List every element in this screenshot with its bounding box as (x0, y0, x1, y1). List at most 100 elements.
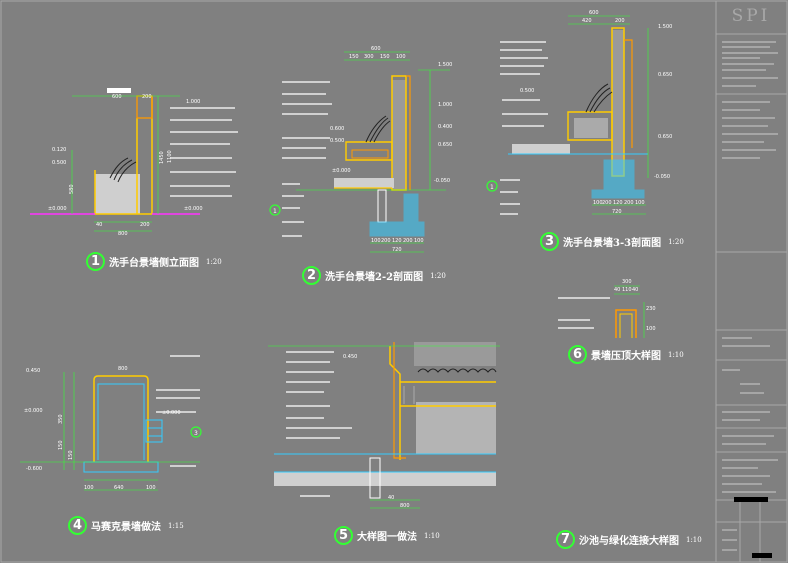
detail-6-drawing (558, 285, 645, 338)
detail-1-drawing (30, 88, 238, 232)
d4-side-1: 350 (58, 414, 64, 424)
d6-dim-top-1: 40 (614, 287, 620, 293)
detail-1-number: 1 (86, 252, 105, 271)
d6-side-0: 230 (646, 306, 656, 312)
d6-dim-top-0: 300 (622, 279, 632, 285)
detail-3-number: 3 (540, 232, 559, 251)
detail-2-drawing (282, 51, 450, 253)
d1-dim-top-0: 600 (112, 94, 122, 100)
detail-5-drawing (268, 342, 500, 509)
d1-dim-bottom-0: 40 (96, 222, 102, 228)
d1-level-4: ±0.000 (184, 206, 203, 212)
d3-level-3: 0.650 (658, 134, 672, 140)
detail-7-scale: 1:10 (686, 535, 702, 544)
detail-1-title: 洗手台景墙侧立面图 (109, 258, 199, 269)
d3-dim-top-1: 200 (615, 18, 625, 24)
d1-level-1: 0.120 (52, 147, 66, 153)
d2-level-5: 1.000 (438, 102, 452, 108)
d1-level-2: 0.500 (52, 160, 66, 166)
detail-2-scale: 1:20 (430, 271, 446, 280)
d6-side-1: 100 (646, 326, 656, 332)
detail-7-label: 7 沙池与绿化连接大样图 1:10 (556, 530, 702, 549)
d1-side-0: 1450 (159, 151, 165, 164)
d4-level-1: ±0.000 (24, 408, 43, 414)
detail-5-number: 5 (334, 526, 353, 545)
detail-1-scale: 1:20 (206, 257, 222, 266)
d4-level-3: ±0.000 (162, 410, 181, 416)
d4-dim-bottom-0: 100 (84, 485, 94, 491)
d2-level-4: -0.050 (434, 178, 450, 184)
d3-level-4: -0.050 (654, 174, 670, 180)
detail-6-label: 6 景墙压顶大样图 1:10 (568, 345, 684, 364)
d4-side-3: 150 (68, 450, 74, 460)
detail-6-number: 6 (568, 345, 587, 364)
detail-2-label: 2 洗手台景墙2-2剖面图 1:20 (302, 266, 446, 285)
d3-dim-bottom-1: 200 (602, 200, 612, 206)
detail-6-scale: 1:10 (668, 350, 684, 359)
d1-dim-bottom-1: 200 (140, 222, 150, 228)
d5-dim-bottom-0: 40 (388, 495, 394, 501)
title-block-rows (722, 41, 778, 551)
d3-dim-bottom-3: 200 (624, 200, 634, 206)
d4-dim-bottom-2: 100 (146, 485, 156, 491)
d3-dim-bottom-5: 720 (612, 209, 622, 215)
d4-side-0: 800 (118, 366, 128, 372)
d3-level-1: 0.650 (658, 72, 672, 78)
section-callout-2-text: 1 (490, 184, 494, 191)
title-block-black-bar-2 (752, 553, 772, 558)
section-callout-1-text: 1 (273, 208, 277, 215)
section-callout-3: 3 (190, 426, 202, 438)
d2-level-1: 0.600 (330, 126, 344, 132)
d5-level-0: 0.450 (343, 354, 357, 360)
d6-dim-top-2: 110 (622, 287, 632, 293)
section-callout-3-text: 3 (194, 430, 198, 437)
d2-level-0: 1.500 (438, 62, 452, 68)
detail-1-label: 1 洗手台景墙侧立面图 1:20 (86, 252, 222, 271)
d3-dim-bottom-0: 100 (593, 200, 603, 206)
d1-side-2: 580 (69, 184, 75, 194)
d4-level-0: 0.450 (26, 368, 40, 374)
section-callout-2: 1 (486, 180, 498, 192)
d4-side-2: 150 (58, 440, 64, 450)
d1-side-1: 1100 (167, 150, 173, 163)
detail-4-number: 4 (68, 516, 87, 535)
d2-dim-bottom-5: 720 (392, 247, 402, 253)
d2-dim-top-0: 600 (371, 46, 381, 52)
detail-4-label: 4 马赛克景墙做法 1:15 (68, 516, 184, 535)
detail-3-drawing (500, 15, 649, 215)
detail-3-title: 洗手台景墙3-3剖面图 (563, 238, 662, 249)
d2-dim-bottom-3: 200 (403, 238, 413, 244)
detail-2-number: 2 (302, 266, 321, 285)
d4-level-2: -0.600 (26, 466, 42, 472)
d2-dim-bottom-4: 100 (414, 238, 424, 244)
d3-dim-bottom-2: 120 (613, 200, 623, 206)
detail-2-title: 洗手台景墙2-2剖面图 (325, 272, 424, 283)
d1-level-0: 1.000 (186, 99, 200, 105)
detail-4-drawing (20, 355, 200, 491)
d4-dim-bottom-1: 640 (114, 485, 124, 491)
section-callout-1: 1 (269, 204, 281, 216)
d6-dim-top-3: 40 (632, 287, 638, 293)
title-block-black-bar (734, 497, 768, 502)
detail-5-label: 5 大样图一做法 1:10 (334, 526, 440, 545)
detail-7-number: 7 (556, 530, 575, 549)
d1-dim-top-1: 200 (142, 94, 152, 100)
title-block-logo: SPI (731, 6, 771, 26)
d2-dim-bottom-1: 200 (381, 238, 391, 244)
d1-dim-bottom-2: 800 (118, 231, 128, 237)
d2-dim-bottom-2: 120 (392, 238, 402, 244)
d5-dim-bottom-1: 800 (400, 503, 410, 509)
detail-4-scale: 1:15 (168, 521, 184, 530)
detail-7-title: 沙池与绿化连接大样图 (579, 536, 679, 547)
d3-dim-top-2: 420 (582, 18, 592, 24)
detail-4-title: 马赛克景墙做法 (91, 522, 161, 533)
d3-level-0: 1.500 (658, 24, 672, 30)
detail-6-title: 景墙压顶大样图 (591, 351, 661, 362)
d3-dim-bottom-4: 100 (635, 200, 645, 206)
d2-level-7: 0.650 (438, 142, 452, 148)
d2-level-3: ±0.000 (332, 168, 351, 174)
detail-3-label: 3 洗手台景墙3-3剖面图 1:20 (540, 232, 684, 251)
detail-3-scale: 1:20 (668, 237, 684, 246)
d2-dim-top-3: 150 (380, 54, 390, 60)
